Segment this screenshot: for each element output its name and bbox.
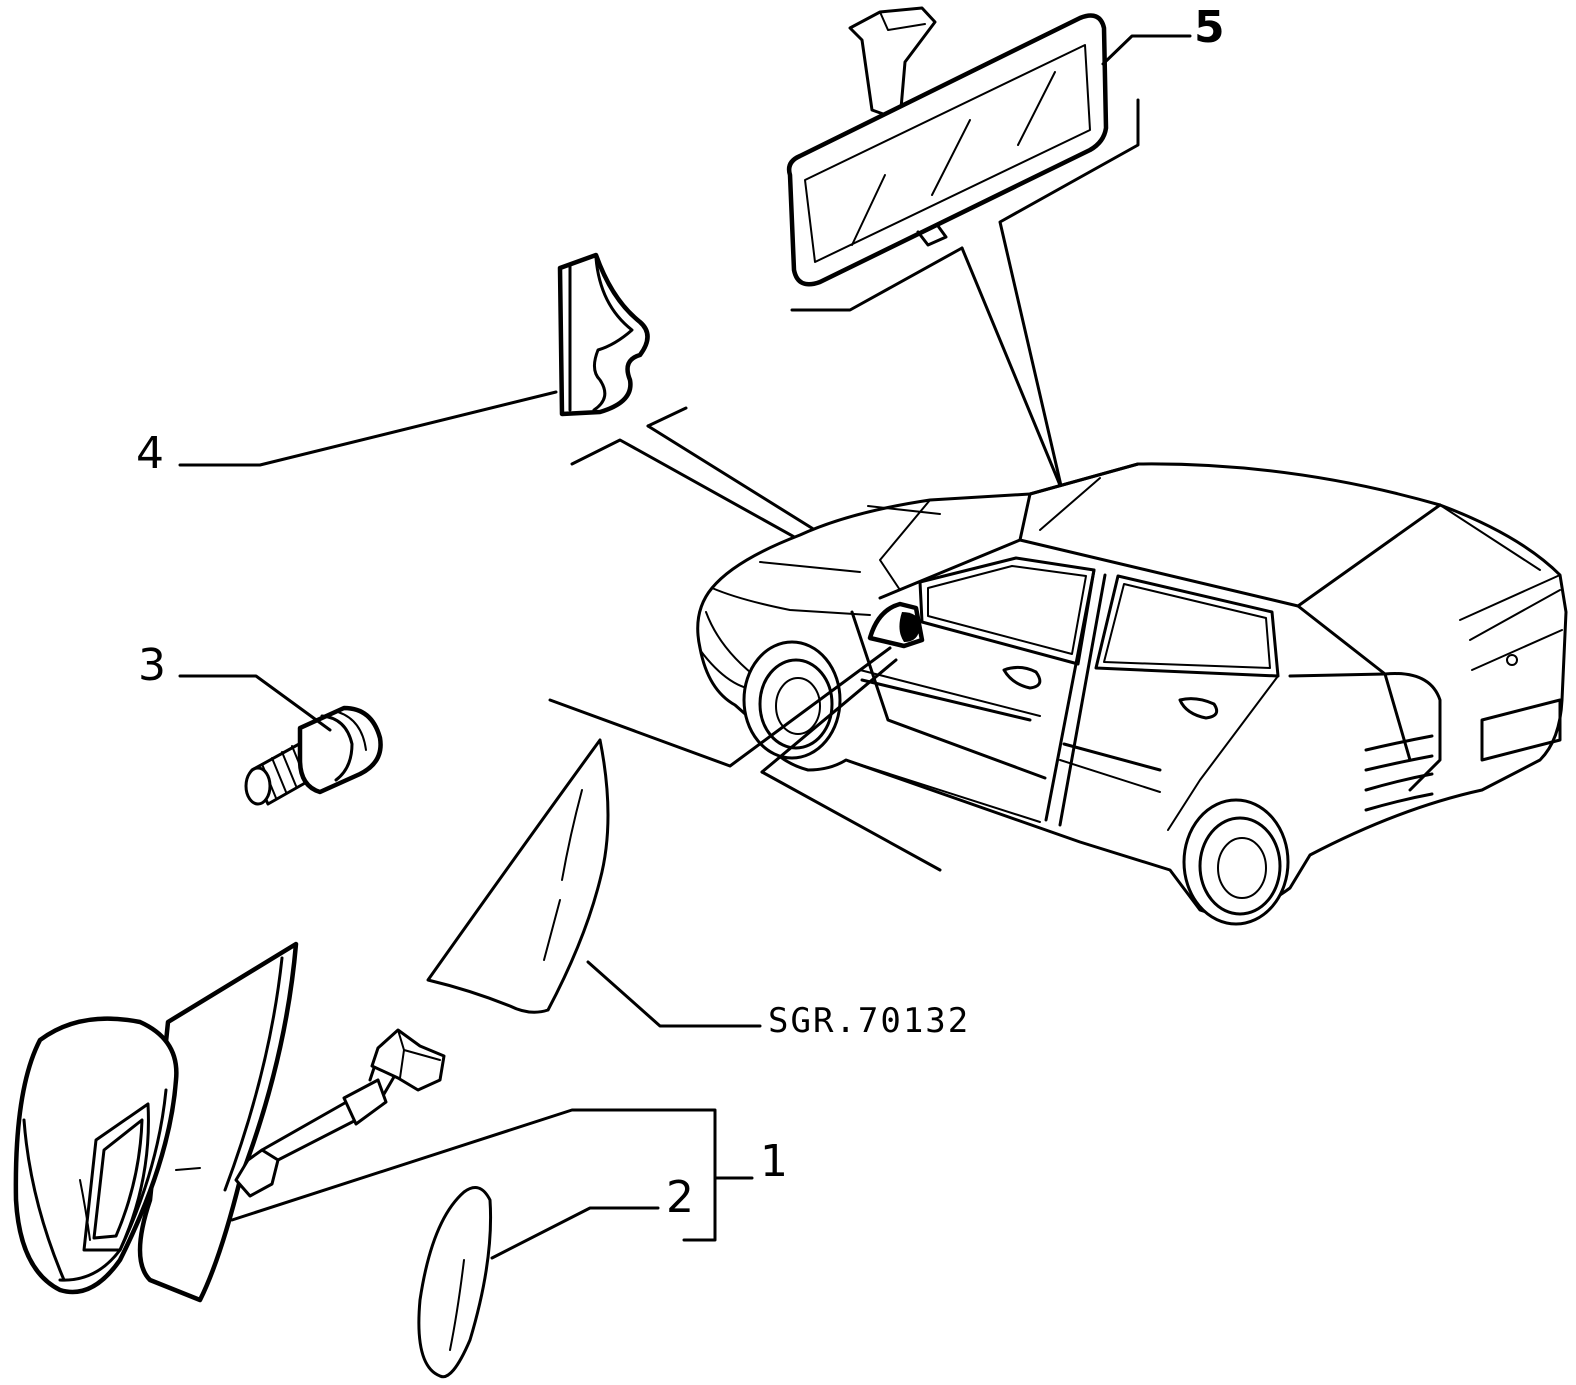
- leader-drawing-code: [586, 960, 762, 1028]
- mirror-exploded-guides: [548, 646, 942, 872]
- callout-part-5: 5: [1194, 2, 1225, 53]
- drawing-code-label: SGR.70132: [768, 1001, 971, 1041]
- exterior-mirror-assembly: [13, 941, 446, 1303]
- callout-part-3: 3: [138, 640, 166, 691]
- callout-part-2: 2: [666, 1172, 694, 1223]
- bolt: [244, 705, 383, 806]
- leader-part-5: [790, 34, 1192, 492]
- door-mirror-glass: [426, 738, 610, 1014]
- callout-part-4: 4: [136, 428, 164, 479]
- car-illustration: [696, 462, 1568, 926]
- corner-trim-piece: [557, 252, 650, 417]
- callout-part-1: 1: [760, 1136, 788, 1187]
- leader-parts-1-2: [230, 1108, 754, 1260]
- interior-rearview-mirror: [786, 6, 1109, 287]
- leader-part-3: [178, 674, 332, 732]
- mirror-glass-insert: [417, 1186, 493, 1379]
